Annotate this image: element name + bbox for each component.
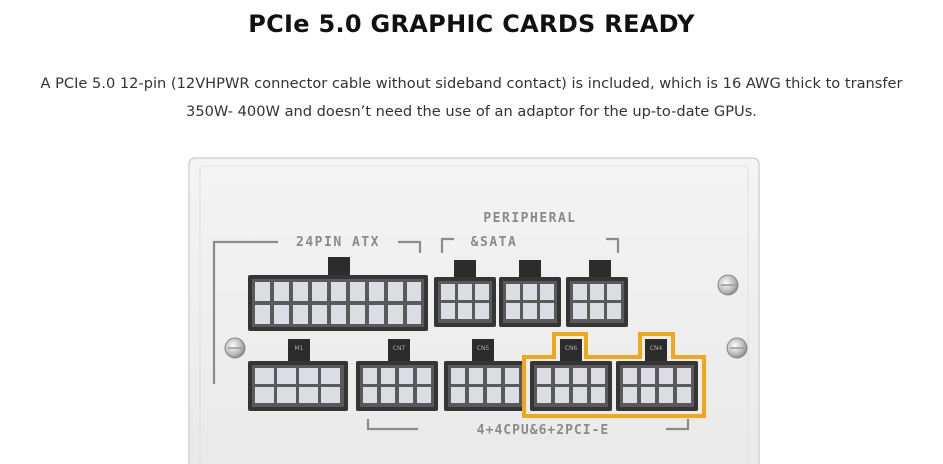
label-cpu-pcie: 4+4CPU&6+2PCI-E [477,423,609,438]
page-title: PCIe 5.0 GRAPHIC CARDS READY [248,10,695,38]
connector-tag: CN5 [477,345,490,352]
screw-icon [717,274,739,296]
connector-tag: CN6 [565,345,578,352]
screw-icon [726,337,748,359]
connector-tag: CN4 [650,345,663,352]
connector-tag: M1 [295,345,304,352]
connector-24pin [248,257,428,331]
connector-bottom-5-pcie5: CN4 [616,339,698,411]
connector-bottom-1: M1 [248,339,348,411]
pcie5-highlight-outline [522,332,706,418]
description-line-2: 350W- 400W and doesn’t need the use of a… [186,103,757,120]
psu-connector-panel-image: 24PIN ATX PERIPHERAL &SATA 4+4CPU&6+2PCI… [188,157,760,464]
connector-bottom-3: CN5 [444,339,526,411]
label-peripheral: PERIPHERAL [483,211,576,226]
label-sata: &SATA [471,235,518,250]
description-line-1: A PCIe 5.0 12-pin (12VHPWR connector cab… [40,75,903,92]
label-24pin-atx: 24PIN ATX [296,235,380,250]
description-text: A PCIe 5.0 12-pin (12VHPWR connector cab… [28,70,915,126]
screw-icon [224,337,246,359]
connector-peripheral-3 [566,260,628,327]
connector-bottom-4-pcie5: CN6 [530,339,612,411]
connector-peripheral-2 [499,260,561,327]
panel-bracket-lines [212,237,690,431]
connector-peripheral-1 [434,260,496,327]
connector-tag: CN7 [393,345,406,352]
connector-bottom-2: CN7 [356,339,438,411]
